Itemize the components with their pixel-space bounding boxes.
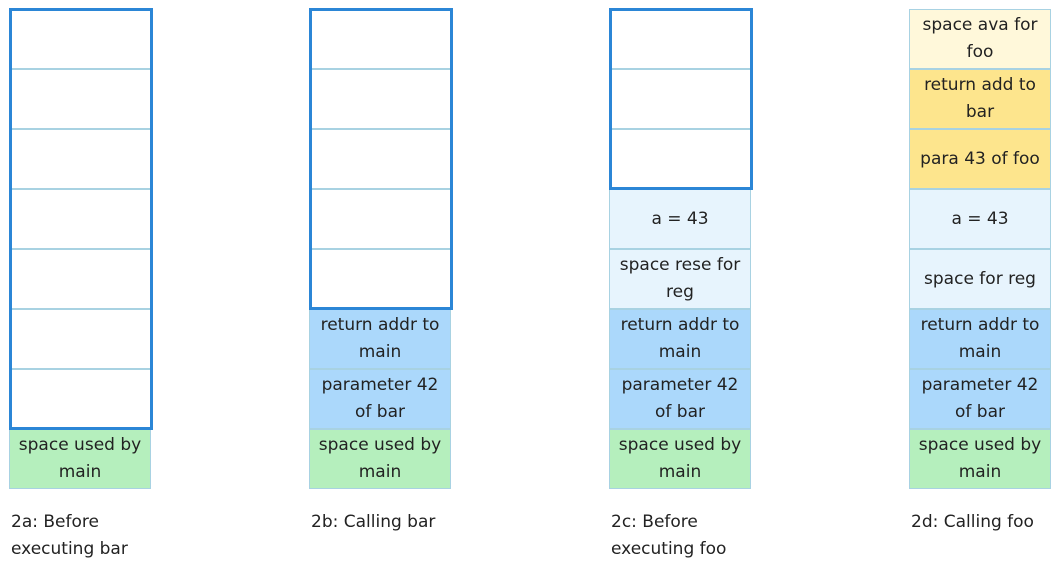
empty-stack-slot [609, 129, 751, 189]
stack-cell-foo-frame: return add to bar [909, 69, 1051, 129]
stack-cell-main: space used by main [9, 429, 151, 489]
empty-stack-slot [309, 9, 451, 69]
stack-cell-bar-frame: parameter 42 of bar [309, 369, 451, 429]
stack-cell-main: space used by main [309, 429, 451, 489]
stack-cell-bar-frame: return addr to main [609, 309, 751, 369]
stack-cell-bar-locals: a = 43 [909, 189, 1051, 249]
empty-stack-slot [9, 129, 151, 189]
empty-stack-slot [309, 249, 451, 309]
stack-cell-bar-frame: parameter 42 of bar [609, 369, 751, 429]
stack-cell-foo-frame: para 43 of foo [909, 129, 1051, 189]
stack-cell-bar-locals: a = 43 [609, 189, 751, 249]
empty-stack-slot [9, 369, 151, 429]
empty-stack-slot [9, 9, 151, 69]
stack-cell-bar-locals: space for reg [909, 249, 1051, 309]
stack-cell-main: space used by main [609, 429, 751, 489]
empty-stack-slot [9, 69, 151, 129]
stack-cell-main: space used by main [909, 429, 1051, 489]
stack-cell-bar-frame: parameter 42 of bar [909, 369, 1051, 429]
stack-caption: 2d: Calling foo [911, 512, 1034, 532]
empty-stack-slot [9, 309, 151, 369]
stack-cell-foo-space: space ava for foo [909, 9, 1051, 69]
empty-stack-slot [9, 189, 151, 249]
empty-stack-slot [9, 249, 151, 309]
stack-caption: 2a: Before executing bar [11, 512, 128, 559]
empty-stack-slot [309, 129, 451, 189]
empty-stack-slot [309, 69, 451, 129]
stack-caption: 2c: Before executing foo [611, 512, 727, 559]
stack-cell-bar-frame: return addr to main [909, 309, 1051, 369]
stack-caption: 2b: Calling bar [311, 512, 436, 532]
empty-stack-slot [309, 189, 451, 249]
stack-cell-bar-locals: space rese for reg [609, 249, 751, 309]
stack-column: space used by main [9, 8, 153, 489]
empty-stack-slot [609, 69, 751, 129]
empty-stack-slot [609, 9, 751, 69]
stack-cell-bar-frame: return addr to main [309, 309, 451, 369]
